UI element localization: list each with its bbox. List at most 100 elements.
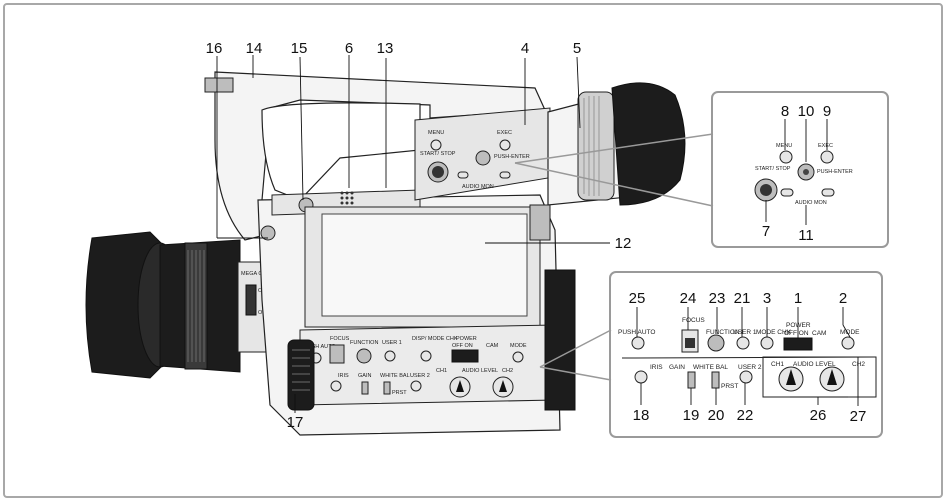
cam-gain-label: GAIN	[358, 373, 371, 379]
outer-frame	[3, 3, 943, 498]
callout-11: 11	[798, 227, 814, 244]
inset-menu-label: MENU	[776, 143, 792, 149]
inset-gain-switch[interactable]	[687, 371, 696, 389]
callout-15: 15	[291, 40, 308, 57]
callout-2: 2	[839, 290, 847, 307]
cam-audio-level-label: AUDIO LEVEL	[462, 368, 498, 374]
callout-23: 23	[709, 290, 726, 307]
cam-menu-label: MENU	[428, 130, 444, 136]
inset-disp-button[interactable]	[760, 336, 774, 350]
cam-user2-label: USER 2	[410, 373, 430, 379]
inset-prst-label: PRST	[721, 383, 738, 390]
callout-13: 13	[377, 40, 394, 57]
cam-off-on-label: OFF ON	[452, 343, 473, 349]
callout-7: 7	[762, 223, 770, 240]
lcd-screen	[321, 213, 528, 317]
cam-ch2-knob-pointer	[499, 380, 507, 392]
inset-wb-switch[interactable]	[711, 371, 720, 389]
inset-cam-label: CAM	[812, 330, 826, 337]
callout-18: 18	[633, 407, 650, 424]
battery	[544, 269, 576, 411]
callout-21: 21	[734, 290, 751, 307]
cam-menu-button[interactable]	[430, 139, 442, 151]
cam-joystick[interactable]	[475, 150, 491, 166]
side-knob[interactable]	[260, 225, 276, 241]
cam-start-stop-label: START/ STOP	[420, 151, 456, 157]
inset-user1-label: USER 1	[733, 329, 757, 336]
inset-mode-button[interactable]	[841, 336, 855, 350]
inset-menu-button[interactable]	[779, 150, 793, 164]
cam-audio-mon-label: AUDIO MON	[462, 184, 494, 190]
callout-1: 1	[794, 290, 802, 307]
inset-user2-button[interactable]	[739, 370, 753, 384]
cam-power-switch[interactable]	[451, 349, 479, 363]
inset-function-label: FUNCTION	[706, 329, 740, 336]
cam-user1-label: USER 1	[382, 340, 402, 346]
inset-exec-button[interactable]	[820, 150, 834, 164]
cam-ch2-label: CH2	[502, 368, 513, 374]
inset-iris-button[interactable]	[634, 370, 648, 384]
lcd-hinge	[529, 204, 551, 241]
cam-disp-mode-chk-label: DISP/ MODE CHK	[412, 336, 458, 342]
carry-handle	[214, 71, 546, 241]
inset-ch1-knob-pointer	[786, 369, 796, 385]
inset-user1-button[interactable]	[736, 336, 750, 350]
cam-exec-button[interactable]	[499, 139, 511, 151]
cam-disp-button[interactable]	[420, 350, 432, 362]
callout-numbers: 16 14 15 6 13 4 5 12 17 8 10 9 7 11 25 2…	[206, 40, 867, 431]
cam-audio-mon-minus[interactable]	[457, 171, 469, 179]
cam-mode-button[interactable]	[512, 351, 524, 363]
inset-push-auto-button[interactable]	[631, 336, 645, 350]
inset-user2-label: USER 2	[738, 364, 762, 371]
inset-off-on-label: OFF ON	[784, 330, 809, 337]
camera-illustration: MEGA O.I.S. ON OFF MENU EXEC	[85, 71, 686, 436]
callout-17: 17	[287, 414, 304, 431]
cam-audio-mon-plus[interactable]	[499, 171, 511, 179]
mega-ois-label: MEGA O.I.S.	[241, 271, 273, 277]
callout-12: 12	[615, 235, 632, 252]
cam-power-label: POWER	[456, 336, 477, 342]
inset-top: MENU EXEC PUSH-ENTER START/ STOP AUDIO M…	[711, 91, 889, 248]
cam-ch1-knob-pointer	[456, 380, 464, 392]
inset-white-bal-label: WHITE BAL	[693, 364, 728, 371]
ois-switch[interactable]	[245, 284, 257, 316]
callout-3: 3	[763, 290, 771, 307]
inset-audio-mon-plus[interactable]	[821, 188, 835, 197]
inset-ch2-knob-pointer	[827, 369, 837, 385]
callout-9: 9	[823, 103, 831, 120]
cam-function-label: FUNCTION	[350, 340, 378, 346]
cam-wb-switch[interactable]	[383, 381, 391, 395]
cam-user1-button[interactable]	[384, 350, 396, 362]
inset-focus-label: FOCUS	[682, 317, 705, 324]
handle-opening	[261, 102, 421, 201]
inset-mode-label: MODE	[840, 329, 860, 336]
callout-6: 6	[345, 40, 353, 57]
inset-start-stop-center	[760, 184, 772, 196]
cam-gain-switch[interactable]	[361, 381, 369, 395]
cam-function-dial[interactable]	[356, 348, 372, 364]
callout-5: 5	[573, 40, 581, 57]
callout-4: 4	[521, 40, 529, 57]
inset-audio-mon-label: AUDIO MON	[795, 200, 827, 206]
cam-focus-switch[interactable]	[329, 344, 345, 364]
callout-14: 14	[246, 40, 263, 57]
callout-27: 27	[850, 408, 867, 425]
diopter-ring	[577, 91, 615, 201]
inset-mode-chk-label: MODE CHK	[756, 329, 792, 336]
callout-20: 20	[708, 407, 725, 424]
grip-wheel[interactable]	[287, 339, 315, 411]
inset-function-dial[interactable]	[707, 334, 725, 352]
inset-audio-level-label: AUDIO LEVEL	[793, 361, 836, 368]
inset-iris-label: IRIS	[650, 364, 663, 371]
cam-user2-button[interactable]	[410, 380, 422, 392]
callout-25: 25	[629, 290, 646, 307]
inset-power-switch[interactable]	[783, 337, 813, 351]
grip-wheel-ridges	[292, 349, 310, 391]
inset-joystick-center	[803, 169, 809, 175]
cam-white-bal-label: WHITE BAL	[380, 373, 410, 379]
cam-focus-label: FOCUS	[330, 336, 350, 342]
cam-iris-button[interactable]	[330, 380, 342, 392]
inset-audio-mon-minus[interactable]	[780, 188, 794, 197]
cam-exec-label: EXEC	[497, 130, 512, 136]
